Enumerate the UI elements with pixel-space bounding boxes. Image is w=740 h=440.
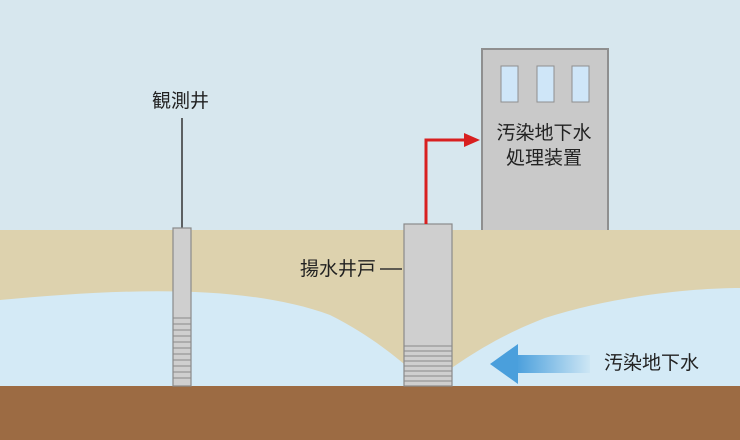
- treatment-plant-label: 汚染地下水 処理装置: [484, 121, 604, 171]
- observation-well: [172, 118, 192, 387]
- pumping-well-label: 揚水井戸: [300, 258, 377, 280]
- bedrock-layer: [0, 386, 740, 440]
- window-1: [500, 65, 519, 103]
- sky: [0, 0, 740, 232]
- pumping-well: [380, 223, 453, 387]
- window-3: [571, 65, 590, 103]
- treatment-plant-label-line1: 汚染地下水: [496, 122, 592, 144]
- left-arrow-icon: [490, 344, 590, 384]
- observation-well-label: 観測井: [152, 90, 210, 112]
- treatment-plant-label-line2: 処理装置: [505, 147, 582, 169]
- flow-label: 汚染地下水: [604, 352, 700, 374]
- right-arrow-icon: [424, 133, 480, 224]
- pumping-well-screen: [404, 345, 452, 382]
- observation-well-screen: [173, 317, 191, 379]
- window-2: [536, 65, 555, 103]
- treatment-plant-building: [481, 48, 609, 233]
